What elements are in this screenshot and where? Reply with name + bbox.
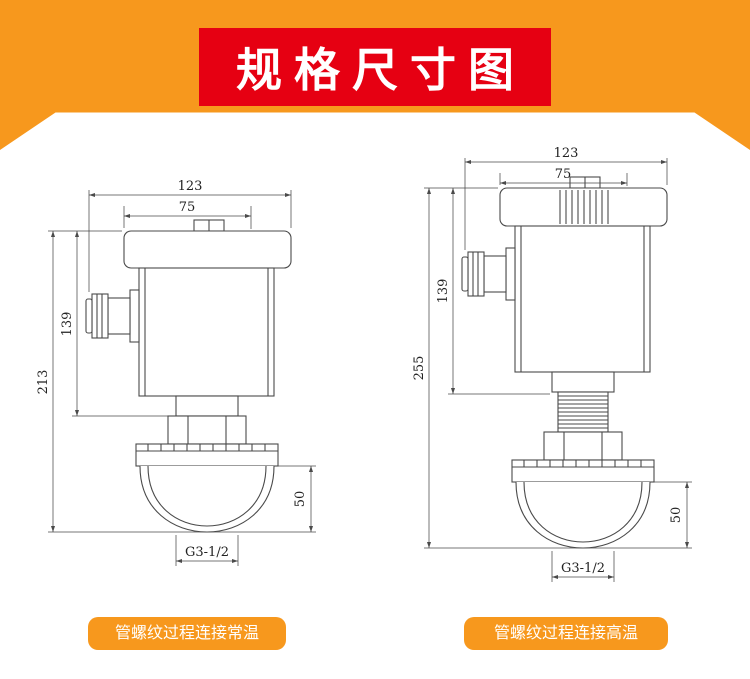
flange-plate [511,459,655,483]
drawing-high-temp: 123 75 139 255 50 G3-1/2 [412,146,692,582]
cable-gland [85,289,140,343]
dim-thread-label: G3-1/2 [561,561,605,576]
dim-dome-height-label: 50 [293,491,308,508]
cap-ribs [559,190,609,224]
hex-nut [167,415,247,445]
drawing-normal-temp: 123 75 139 213 50 G3-1/2 [36,179,316,566]
device-outline [85,219,292,533]
dimension-labels: 123 75 139 255 50 G3-1/2 [412,146,684,576]
dim-head-height-label: 139 [60,312,75,337]
neck-collar [175,395,239,417]
dim-total-height-label: 213 [36,370,51,395]
dimension-lines [424,158,692,582]
flange-plate [135,443,279,467]
cable-gland [461,247,516,301]
dim-overall-width-label: 123 [554,146,579,161]
housing-body [514,225,651,373]
caption-high-temp: 管螺纹过程连接高温 [464,617,668,650]
sensor-dome [515,481,651,549]
dim-dome-height-label: 50 [669,507,684,524]
device-outline [461,176,668,549]
hex-nut [543,431,623,461]
sensor-dome [139,465,275,533]
dim-head-width-label: 75 [179,200,196,215]
dim-head-height-label: 139 [436,279,451,304]
dim-total-height-label: 255 [412,356,427,381]
housing-body [138,267,275,397]
dimension-labels: 123 75 139 213 50 G3-1/2 [36,179,308,560]
page-title: 规格尺寸图 [236,44,526,96]
neck-collar [551,371,615,393]
title-box: 规格尺寸图 [199,28,551,106]
dim-head-width-label: 75 [555,167,572,182]
dimension-lines [48,190,316,566]
threaded-extension [557,391,609,433]
dim-thread-label: G3-1/2 [185,545,229,560]
dim-overall-width-label: 123 [178,179,203,194]
head-cap [123,230,292,269]
caption-normal-temp: 管螺纹过程连接常温 [88,617,286,650]
